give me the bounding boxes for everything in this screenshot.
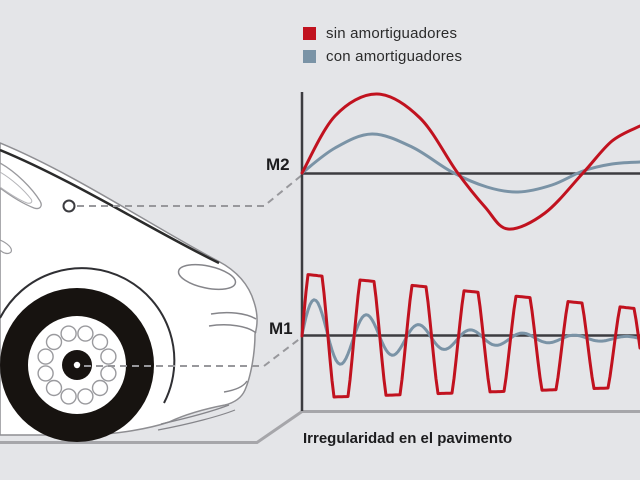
bumper-bottom-line: [223, 380, 248, 393]
m2-axis-label: M2: [266, 155, 290, 174]
car-illustration: [0, 142, 258, 442]
car-mirror-inner-line: [0, 171, 33, 204]
pavement-caption: Irregularidad en el pavimento: [303, 430, 513, 447]
legend: sin amortiguadores con amortiguadores: [303, 22, 462, 68]
wheel-bolt-hole: [60, 325, 77, 342]
wheel-bolt-hole: [37, 348, 54, 365]
headlight: [177, 263, 237, 291]
legend-label: con amortiguadores: [326, 48, 463, 65]
legend-item-undamped: sin amortiguadores: [303, 22, 462, 45]
curve-m2-undamped: [300, 92, 640, 231]
wheel-bolt-hole: [60, 388, 77, 405]
car-mirror-outline: [0, 162, 42, 210]
sill-line-upper: [160, 404, 230, 425]
curve-m1-undamped: [300, 273, 640, 399]
bumper-strip-lower: [208, 324, 257, 334]
m2-chart-curves: [300, 92, 640, 231]
body-reference-marker: [62, 199, 76, 213]
wheel-bolt-hole: [91, 333, 109, 351]
wheel-center-dot: [73, 361, 81, 369]
wheel-bolt-hole: [100, 348, 117, 365]
wheel-bolt-hole: [77, 325, 94, 342]
legend-label: sin amortiguadores: [326, 25, 458, 42]
connector-body-to-m2: [77, 174, 303, 207]
wheel-arch: [0, 267, 176, 404]
wheel-bolt-hole: [91, 379, 109, 397]
legend-item-damped: con amortiguadores: [303, 45, 462, 68]
curve-m2-damped: [300, 132, 640, 194]
car-door-handle-line: [0, 239, 12, 255]
reference-connectors: [77, 174, 303, 367]
car-wheel: [0, 288, 154, 442]
wheel-bolt-hole: [45, 333, 63, 351]
legend-swatch-red: [303, 27, 316, 40]
wheel-bolt-hole: [100, 365, 117, 382]
connector-wheel-to-m1: [84, 336, 303, 367]
wheel-bolt-hole: [45, 379, 63, 397]
pavement-line: [0, 410, 640, 444]
wheel-bolt-hole: [77, 388, 94, 405]
m1-chart-curves: [300, 273, 640, 399]
sill-line-lower: [157, 409, 236, 431]
wheel-bolt-hole: [37, 365, 54, 382]
m1-axis-label: M1: [269, 319, 293, 338]
bumper-strip-upper: [210, 311, 257, 320]
legend-swatch-blue: [303, 50, 316, 63]
curve-m1-damped: [300, 298, 640, 366]
